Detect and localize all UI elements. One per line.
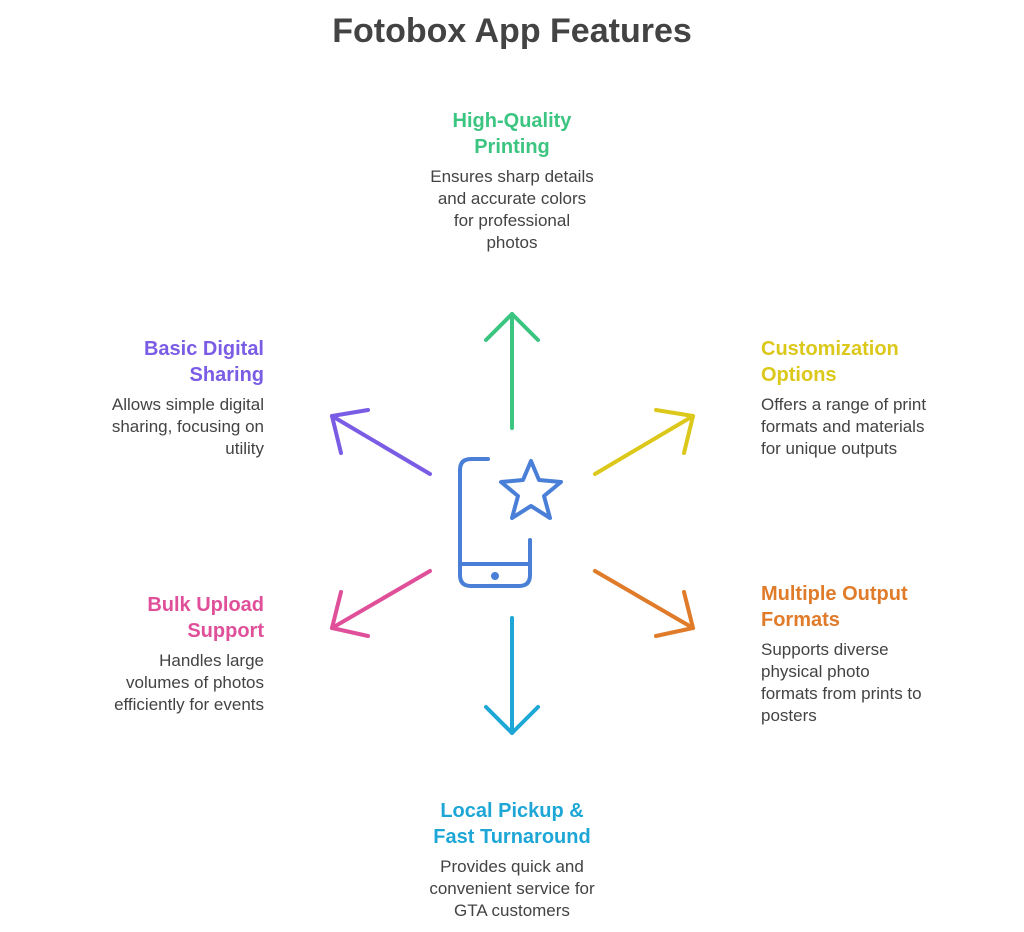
star-shape [499,459,563,520]
arrow-top-right [593,408,695,476]
feature-bottom-right: Multiple Output Formats Supports diverse… [761,581,1001,727]
feature-title: Basic Digital Sharing [143,338,264,386]
phone-outline [458,457,532,588]
feature-title: Local Pickup & Fast Turnaround [433,800,591,848]
feature-bottom: Local Pickup & Fast Turnaround Provides … [362,798,662,922]
arrow-bottom-right [593,569,695,638]
phone-home-dot [491,572,499,580]
feature-top: High-Quality Printing Ensures sharp deta… [362,108,662,254]
feature-description: Supports diverse physical photo formats … [761,640,922,725]
arrow-top [484,312,540,430]
phone-star-icon [458,457,563,588]
arrow-bottom [484,616,540,735]
feature-title: High-Quality Printing [452,110,572,158]
page-title: Fotobox App Features [332,12,692,50]
feature-top-right: Customization Options Offers a range of … [761,336,1001,460]
arrow-top-left [330,408,432,476]
feature-description: Offers a range of print formats and mate… [761,395,927,458]
feature-bottom-left: Bulk Upload Support Handles large volume… [24,592,264,716]
feature-title: Bulk Upload Support [147,594,264,642]
feature-title: Multiple Output Formats [761,583,908,631]
feature-description: Handles large volumes of photos efficien… [114,651,264,714]
arrow-bottom-left [330,569,432,638]
feature-top-left: Basic Digital Sharing Allows simple digi… [24,336,264,460]
feature-description: Provides quick and convenient service fo… [429,857,595,920]
feature-description: Allows simple digital sharing, focusing … [111,395,264,458]
feature-title: Customization Options [761,338,899,386]
feature-description: Ensures sharp details and accurate color… [430,167,594,252]
